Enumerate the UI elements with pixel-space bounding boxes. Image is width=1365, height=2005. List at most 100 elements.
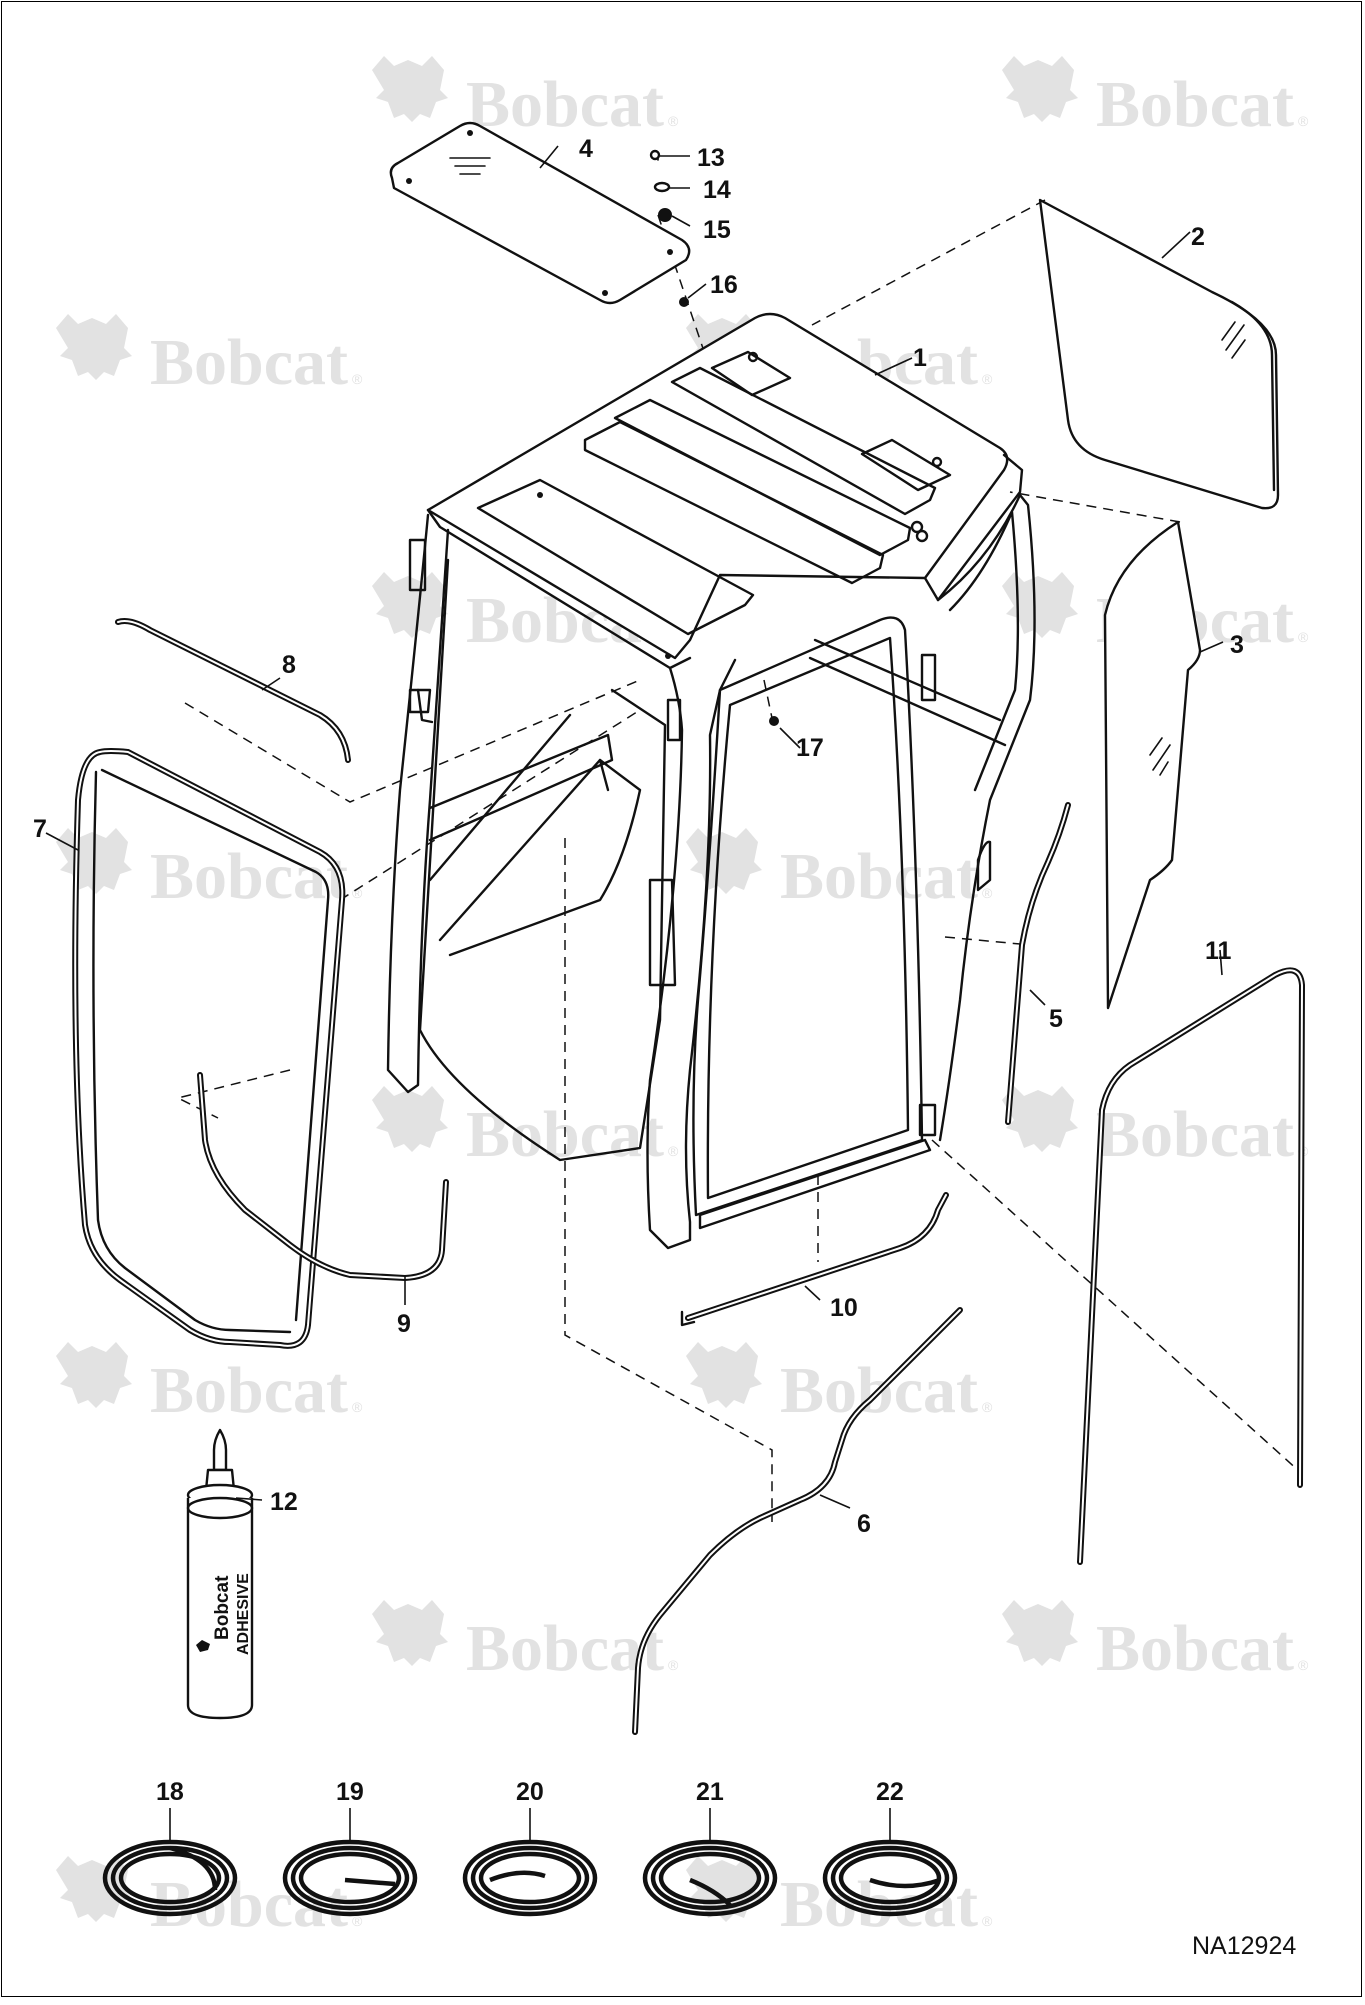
roof-panel-outline [389,121,691,305]
dash-line-seal-6 [564,838,773,1522]
leader-16 [687,283,707,299]
watermark-registered-mark: ® [1298,113,1309,129]
callout-13: 13 [697,144,725,172]
watermark-registered-mark: ® [352,885,363,901]
callout-5: 5 [1049,1005,1063,1033]
cab-roof-rim-front [426,508,692,670]
callout-22: 22 [876,1778,904,1806]
coil-loop [650,1845,770,1911]
cab-front-pillar-bracket [666,698,682,742]
seal-strip-9-highlight [199,1074,447,1279]
roof-panel-label-marks [449,157,491,175]
callout-labels: 1 2 3 4 5 6 7 8 9 10 11 12 13 14 15 16 1… [33,135,1244,1806]
leader-17 [779,727,801,749]
cab-front-latch [920,653,937,702]
bobcat-head-logo-icon [1002,1600,1078,1666]
watermark-14: Bobcat ® [1002,1600,1309,1685]
rear-window-edge [1230,300,1276,492]
watermark-1: Bobcat ® [372,56,679,141]
tube-brand-text: Bobcat [212,1575,233,1640]
leader-5 [1029,989,1046,1006]
roof-front-window-opening [476,478,755,636]
seal-strip-5 [1005,802,1071,1125]
roof-panel-hole [667,249,673,255]
leader-1 [874,357,913,376]
watermark-registered-mark: ® [982,1399,993,1415]
callout-21: 21 [696,1778,724,1806]
coil-loop [470,1845,590,1911]
callout-20: 20 [516,1778,544,1806]
cab-left-hinge [416,688,434,724]
dash-line-fastener-17 [763,679,773,719]
coil-loop [118,1851,222,1905]
leader-3 [1199,641,1224,653]
roof-panel-hole [602,290,608,296]
roof-panel-rib [613,398,912,557]
coil-loop [658,1851,762,1905]
coil-loop [830,1845,950,1911]
roof-hole [915,529,929,543]
watermark-text: Bobcat [150,326,348,399]
coil-end [344,1877,396,1887]
watermark-13: Bobcat ® [372,1600,679,1685]
tube-logo-icon [196,1640,210,1652]
watermark-10: Bobcat ® [1002,1086,1309,1171]
sill-seal-10-end [680,1310,696,1327]
watermark-2: Bobcat ® [1002,56,1309,141]
cab-front-window-frame [692,616,924,1217]
seal-coil-20 [462,1839,598,1917]
door-seal-outer-highlight [74,750,344,1347]
tube-body-rim [186,1496,254,1520]
leader-lines [45,145,1224,1842]
dash-line-window-2 [811,199,1046,326]
watermark-registered-mark: ® [352,1913,363,1929]
bobcat-head-logo-icon [372,1600,448,1666]
dash-line-window-11 [931,1139,1301,1473]
dash-line-door-7 [339,709,641,901]
watermark-registered-mark: ® [982,371,993,387]
roof-hole [910,520,924,534]
seal-coil-19 [282,1839,418,1917]
callout-15: 15 [703,216,731,244]
bobcat-head-logo-icon [372,1086,448,1152]
coil-loop [298,1851,402,1905]
sill-seal-10-highlight [687,1194,947,1319]
watermark-15: Bobcat ® [56,1856,363,1941]
callout-1: 1 [913,344,927,372]
roof-hole [537,492,543,498]
leader-4 [539,145,559,169]
callout-18: 18 [156,1778,184,1806]
cab-grab-handle [648,878,677,987]
watermark-text: Bobcat [150,1868,348,1941]
bobcat-head-logo-icon [1002,1086,1078,1152]
cab-right-post [936,493,1036,1142]
cab-right-latch [976,840,992,892]
tube-label: Bobcat ADHESIVE [212,1573,252,1655]
side-window-glass [1103,520,1202,1010]
leader-11 [1219,949,1223,976]
door-seal-inner [92,768,330,1334]
tube-body [186,1498,254,1720]
roof-panel-rib [670,366,937,516]
cab-rear-crossbar [808,638,1007,747]
fastener-17-nut [769,716,779,726]
watermark-registered-mark: ® [668,113,679,129]
bobcat-head-logo-icon [686,1342,762,1408]
roof-panel-hole [406,178,412,184]
callout-2: 2 [1191,223,1205,251]
watermark-registered-mark: ® [1298,629,1309,645]
cab-left-door-opening [418,558,667,1162]
coil-end [689,1877,732,1907]
roof-hole [931,456,943,468]
part-9-seal-strip [197,1072,449,1281]
callout-10: 10 [830,1294,858,1322]
seal-strip-5-highlight [1007,804,1069,1123]
coil-loop [478,1851,582,1905]
rear-window-glass [1038,198,1280,510]
watermark-registered-mark: ® [668,1657,679,1673]
roof-panel-hole [467,130,473,136]
roof-panel-slot [710,350,792,397]
fastener-13-head [649,149,661,161]
roof-panel-rib [583,420,885,585]
dash-line-seal-9 [175,1069,291,1119]
